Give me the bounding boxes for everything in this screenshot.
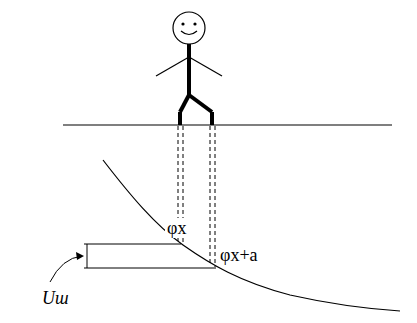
potential-label: φx+a — [218, 245, 260, 265]
arrowhead — [76, 252, 84, 260]
potential-label: φx — [165, 218, 188, 238]
potential-curve — [103, 160, 400, 311]
ground-line — [63, 124, 392, 125]
level-lines — [84, 244, 214, 268]
voltage-label: Uш — [40, 288, 71, 308]
leader-arrow — [50, 256, 82, 282]
stick-figure — [156, 12, 222, 125]
projection-lines — [178, 126, 215, 269]
